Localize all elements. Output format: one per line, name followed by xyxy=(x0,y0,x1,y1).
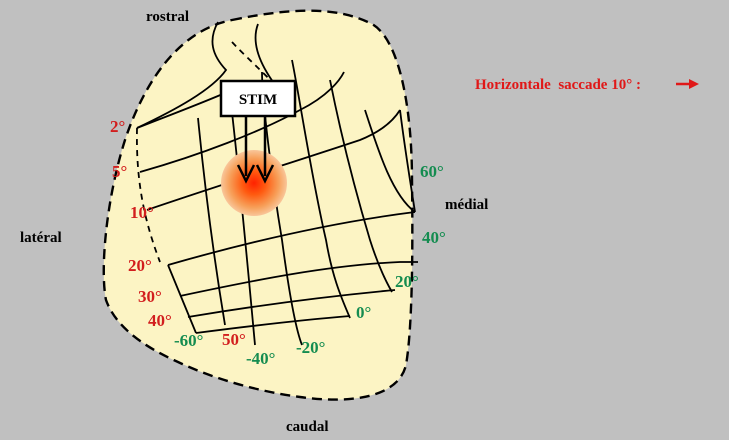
saccade-label: Horizontale saccade 10° : xyxy=(475,77,641,93)
amplitude-label: 2° xyxy=(110,117,125,136)
map-inner-boundary xyxy=(135,127,161,263)
electrode-arrows xyxy=(236,116,275,184)
direction-label: 40° xyxy=(422,228,446,247)
label-rostral: rostral xyxy=(146,9,189,25)
label-medial: médial xyxy=(445,197,488,213)
amplitude-label: 40° xyxy=(148,311,172,330)
direction-label: -60° xyxy=(174,331,203,350)
direction-label: -20° xyxy=(296,338,325,357)
label-caudal: caudal xyxy=(286,419,329,435)
label-lateral: latéral xyxy=(20,230,62,246)
direction-label: 20° xyxy=(395,272,419,291)
amplitude-label: 20° xyxy=(128,256,152,275)
saccade-arrow xyxy=(676,79,699,89)
amplitude-label: 10° xyxy=(130,203,154,222)
rostral-arc-outer xyxy=(136,21,228,129)
map-top-boundary xyxy=(231,41,283,93)
amplitude-label: 50° xyxy=(222,330,246,349)
amplitude-label: 5° xyxy=(112,162,127,181)
amplitude-label: 30° xyxy=(138,287,162,306)
direction-label: 0° xyxy=(356,303,371,322)
direction-label: -40° xyxy=(246,349,275,368)
direction-labels: 60° 40° 20° 0° -20° -40° -60° xyxy=(174,162,446,368)
stimulation-spot xyxy=(221,150,287,216)
stim-box xyxy=(219,79,297,118)
stim-label: STIM xyxy=(239,92,277,108)
direction-label: 60° xyxy=(420,162,444,181)
amplitude-labels: 2° 5° 10° 20° 30° 40° 50° xyxy=(110,117,246,349)
